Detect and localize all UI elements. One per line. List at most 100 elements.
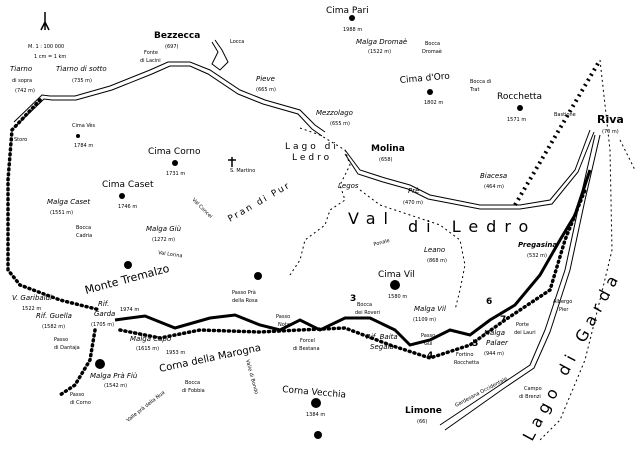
trail-west	[6, 98, 102, 312]
label-val-concei: Val Concei	[191, 197, 214, 220]
label-pieve: Pieve	[256, 75, 275, 83]
label-fortino-2: Rocchetta	[454, 360, 479, 366]
elev-cima-corno: 1731 m	[166, 171, 185, 177]
elev-malga-pra-fiu: (1542 m)	[104, 383, 127, 389]
elev-malga-palaer: (944 m)	[484, 351, 504, 357]
stage-5: 5	[472, 339, 478, 349]
label-rif-baita-segala: Rif. Baita	[366, 333, 398, 341]
label-pregasina: Pregasina	[518, 241, 557, 249]
label-rocchetta: Rocchetta	[497, 92, 542, 102]
elev-corna-vecchia: 1384 m	[306, 412, 325, 418]
label-cima-corno: Cima Corno	[148, 147, 201, 157]
label-riva: Riva	[597, 113, 624, 126]
label-passo-gui-2: Guì	[424, 340, 433, 347]
label-rif-garda-2: Garda	[94, 310, 115, 318]
lake-shores	[289, 59, 636, 441]
label-cima-pari: Cima Pari	[326, 6, 369, 16]
label-legos: Legos	[338, 182, 359, 190]
label-val-di-ledro: Val	[348, 209, 396, 228]
stage-7: 7	[500, 315, 506, 325]
elev-riva: (70 m)	[602, 129, 619, 135]
elev-pieve: (665 m)	[256, 87, 276, 93]
label-val-di-ledro-2: di Ledro	[408, 217, 536, 236]
elev-1974: 1974 m	[120, 307, 139, 313]
church-icon	[228, 157, 236, 167]
place-labels: Tiarno di sopra (742 m) Tiarno di sotto …	[10, 6, 625, 444]
label-bezzecca: Bezzecca	[154, 31, 200, 41]
label-porte-lauri-2: dei Lauri	[514, 330, 536, 336]
elev-limone: (66)	[417, 419, 427, 425]
label-limone: Limone	[405, 406, 442, 416]
label-malga-dromae: Malga Dromaè	[356, 38, 407, 46]
label-malga-palaer: Malga	[484, 329, 505, 337]
label-malga-palaer-2: Palaer	[486, 339, 509, 347]
elev-pregasina: (532 m)	[527, 253, 547, 259]
elev-biacesa: (464 m)	[484, 184, 504, 190]
label-passo-corno: Passo	[70, 392, 84, 398]
label-tiarno-sotto: Tiarno di sotto	[56, 65, 107, 73]
elev-malga-capo: (1615 m)	[136, 346, 159, 352]
label-s-martino: S. Martino	[230, 168, 255, 174]
north-arrow-icon	[40, 12, 50, 31]
label-locca: Locca	[230, 39, 244, 45]
label-storo: Storo	[14, 137, 27, 143]
label-mezzolago: Mezzolago	[316, 109, 353, 117]
trail-south	[58, 328, 97, 397]
elev-cima-pari: 1988 m	[343, 27, 362, 33]
label-passo-gui: Passo	[421, 333, 435, 339]
stage-4: 4	[427, 351, 433, 361]
elev-tiarno-sotto: (735 m)	[72, 78, 92, 84]
label-rif-baita-segala-2: Segala	[370, 343, 394, 351]
label-fortino: Fortino	[456, 352, 473, 358]
label-bocca-dromae-2: Dromaè	[422, 48, 442, 55]
label-bocca-fobbia-2: di Fobbia	[182, 388, 205, 394]
label-passo-pra-rosa: Passo Prà	[232, 289, 256, 296]
label-biacesa: Biacesa	[480, 172, 507, 180]
label-rif-guella: Rif. Guella	[36, 312, 72, 320]
label-malga-pra-fiu: Malga Prà Fiù	[90, 372, 138, 380]
label-cima-doro: Cima d'Oro	[399, 72, 450, 86]
label-val-lorina: Val Lorina	[158, 250, 183, 259]
elev-mezzolago: (655 m)	[330, 121, 350, 127]
label-bocca-dromae: Bocca	[425, 41, 440, 47]
label-bocca-trat-2: Trat	[469, 87, 479, 93]
trail-stage-numbers: 3 4 5 6 7	[350, 294, 506, 361]
elev-garibaldi: 1522 m	[22, 306, 41, 312]
label-albergo-pier: Albergo	[553, 299, 572, 305]
label-pre: Prè	[408, 187, 419, 195]
elev-rocchetta: 1571 m	[507, 117, 526, 123]
label-cima-ves: Cima Vès	[72, 122, 96, 129]
label-passo-nota-2: Nota	[278, 322, 290, 328]
label-valle-pra-nua: Valle prà della Nua	[125, 389, 166, 424]
label-tiarno-sopra-2: di sopra	[12, 78, 32, 84]
stage-6: 6	[486, 297, 492, 307]
label-malga-capo: Malga Capo	[130, 335, 171, 343]
label-bocca-cadria: Bocca	[76, 225, 91, 231]
label-pran-di-pur: Pran di Pur	[227, 181, 293, 225]
label-cima-caset: Cima Caset	[102, 180, 154, 190]
label-passo-nota: Passo	[276, 314, 290, 320]
label-lago-di-ledro-2: Ledro	[292, 153, 332, 163]
elev-tiarno-sopra: (742 m)	[15, 88, 35, 94]
elev-rif-guella: (1582 m)	[42, 324, 65, 330]
elev-pre: (470 m)	[403, 200, 423, 206]
label-rif-garda: Rif.	[98, 300, 109, 308]
label-passo-corno-2: di Corno	[70, 400, 91, 406]
label-porte-lauri: Porte	[516, 322, 529, 328]
label-lago-di-garda: Lago di Garda	[519, 267, 625, 444]
stage-3: 3	[350, 294, 356, 304]
elev-molina: (658)	[379, 157, 392, 163]
label-fonte: Fonte	[144, 50, 158, 56]
label-campo-brenzi-2: di Brenzi	[519, 394, 541, 400]
trail-ridge-markers	[118, 188, 587, 360]
label-bastione: Bastione	[554, 112, 576, 118]
label-ponale: Ponale	[373, 238, 391, 248]
label-passo-pra-rosa-2: della Rosa	[232, 298, 258, 304]
elev-rif-garda: (1705 m)	[91, 322, 114, 328]
label-malga-vil: Malga Vil	[414, 305, 446, 313]
label-molina: Molina	[371, 144, 405, 154]
elev-cima-doro: 1802 m	[424, 100, 443, 106]
elev-1953: 1953 m	[166, 350, 185, 356]
label-lago-di-ledro: Lago di	[285, 142, 339, 152]
